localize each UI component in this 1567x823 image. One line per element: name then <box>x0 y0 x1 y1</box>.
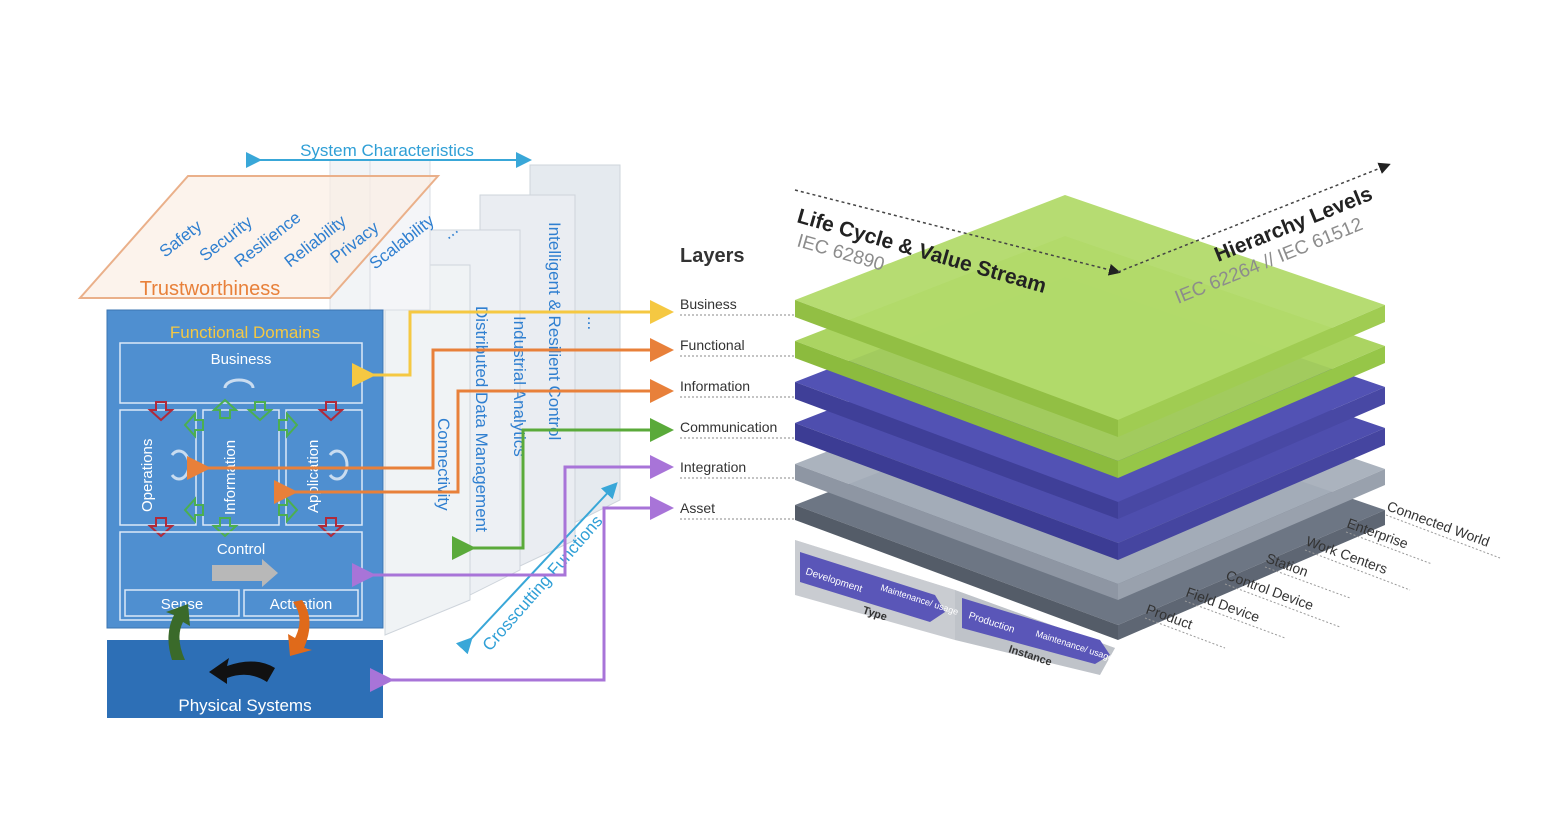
crosscutting-analytics: Industrial Analytics <box>510 316 529 457</box>
crosscutting-data-management: Distributed Data Management <box>472 306 491 532</box>
sense-feedback-arrow <box>166 604 190 660</box>
operations-domain-label: Operations <box>139 439 156 512</box>
life-cycle-block: Development Maintenance/ usage Type Prod… <box>795 540 1115 675</box>
layer-functional: Functional <box>680 337 745 353</box>
information-domain-label: Information <box>222 440 239 515</box>
hierarchy-axis <box>1117 162 1391 273</box>
asset-connector <box>370 496 674 692</box>
layers-list: Business Functional Information Communic… <box>680 296 795 520</box>
layer-asset: Asset <box>680 500 715 516</box>
layers-title: Layers <box>680 245 745 267</box>
functional-domains-title: Functional Domains <box>170 323 320 342</box>
business-layer <box>795 195 1385 420</box>
physical-cycle-arrow <box>209 658 275 684</box>
physical-systems-box <box>107 640 383 718</box>
layer-information: Information <box>680 378 750 394</box>
physical-systems-label: Physical Systems <box>178 696 311 715</box>
life-cycle-axis <box>794 189 1121 276</box>
control-domain-label: Control <box>217 541 265 558</box>
trustworthiness-plane <box>77 175 441 299</box>
rami-layer-stack <box>795 195 1385 640</box>
system-characteristics-label: System Characteristics <box>300 141 474 160</box>
crosscutting-control: Intelligent & Resilient Control <box>545 222 564 440</box>
crosscutting-connectivity: Connectivity <box>434 418 453 511</box>
trustworthiness-label: Trustworthiness <box>140 278 280 300</box>
layer-communication: Communication <box>680 419 777 435</box>
layer-integration: Integration <box>680 459 746 475</box>
control-arrow-icon <box>212 559 278 587</box>
sense-label: Sense <box>161 596 204 613</box>
type-arrow <box>800 552 945 622</box>
actuation-feedback-arrow <box>288 600 312 656</box>
application-domain-label: Application <box>305 440 322 513</box>
layer-connectors <box>187 300 674 692</box>
instance-arrow <box>962 598 1110 664</box>
crosscutting-more: ... <box>584 316 603 330</box>
layer-business: Business <box>680 296 737 312</box>
business-domain-label: Business <box>211 351 272 368</box>
